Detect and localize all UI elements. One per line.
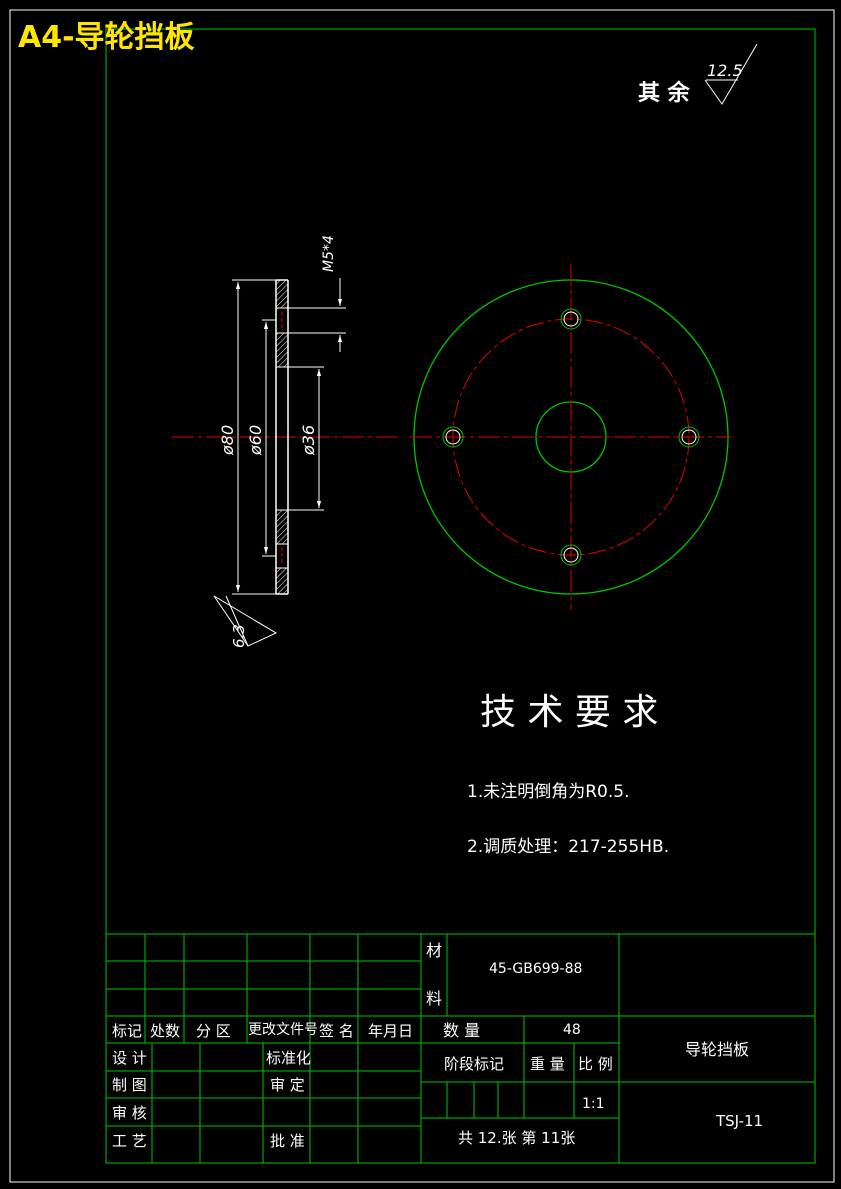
dim-outer-dia: ø80 <box>218 425 237 456</box>
weight-label: 重 量 <box>530 1055 565 1073</box>
front-view <box>410 264 732 610</box>
bolt-hole-left <box>442 426 464 448</box>
quantity-value: 48 <box>563 1022 581 1038</box>
header-zone: 分 区 <box>196 1022 231 1040</box>
drawing-number: TSJ-11 <box>715 1112 763 1130</box>
dim-mid-dia: ø60 <box>246 425 265 456</box>
scale-value: 1:1 <box>582 1096 605 1112</box>
tech-heading: 技 术 要 求 <box>480 692 658 733</box>
header-count: 处数 <box>150 1022 180 1040</box>
header-mark: 标记 <box>112 1022 142 1040</box>
dim-inner-dia: ø36 <box>299 425 318 456</box>
bolt-hole-right <box>678 426 700 448</box>
header-sign: 签 名 <box>319 1022 354 1040</box>
material-value: 45-GB699-88 <box>489 961 582 977</box>
dim-thread: M5*4 <box>321 235 337 272</box>
row-design: 设 计 <box>112 1049 147 1067</box>
quantity-label: 数 量 <box>443 1021 480 1040</box>
bolt-hole-bottom <box>560 544 582 566</box>
header-date: 年月日 <box>368 1022 413 1040</box>
scale-label: 比 例 <box>578 1055 613 1073</box>
outer-frame <box>9 9 835 1183</box>
roughness-general-label: 其 余 <box>638 80 691 106</box>
roughness-general-value: 12.5 <box>707 61 743 80</box>
sheet-count: 共 12.张 第 11张 <box>458 1129 575 1147</box>
part-name: 导轮挡板 <box>685 1040 749 1059</box>
row-approve: 批 准 <box>270 1132 305 1150</box>
material-label-top: 材 <box>426 941 442 960</box>
row-review: 审 核 <box>112 1104 147 1122</box>
row-craft: 工 艺 <box>112 1132 147 1150</box>
tech-note-2: 2.调质处理：217-255HB. <box>467 837 669 857</box>
sheet-title: A4-导轮挡板 <box>18 20 195 55</box>
row-draw: 制 图 <box>112 1076 147 1094</box>
roughness-face-value: 6.3 <box>230 624 248 648</box>
row-approve-check: 审 定 <box>270 1076 305 1094</box>
header-change-doc: 更改文件号 <box>248 1022 318 1038</box>
tech-note-1: 1.未注明倒角为R0.5. <box>467 782 629 802</box>
stage-label: 阶段标记 <box>444 1055 504 1073</box>
roughness-symbol-general <box>704 43 758 105</box>
bolt-hole-top <box>560 308 582 330</box>
title-block-lines <box>106 933 815 1163</box>
row-standardize: 标准化 <box>266 1049 311 1067</box>
material-label-bottom: 料 <box>426 989 442 1008</box>
section-view <box>172 278 402 647</box>
title-block-text: 材 料 45-GB699-88 标记 处数 分 区 更改文件号 签 名 年月日 … <box>112 941 763 1150</box>
inner-frame <box>105 28 816 1164</box>
